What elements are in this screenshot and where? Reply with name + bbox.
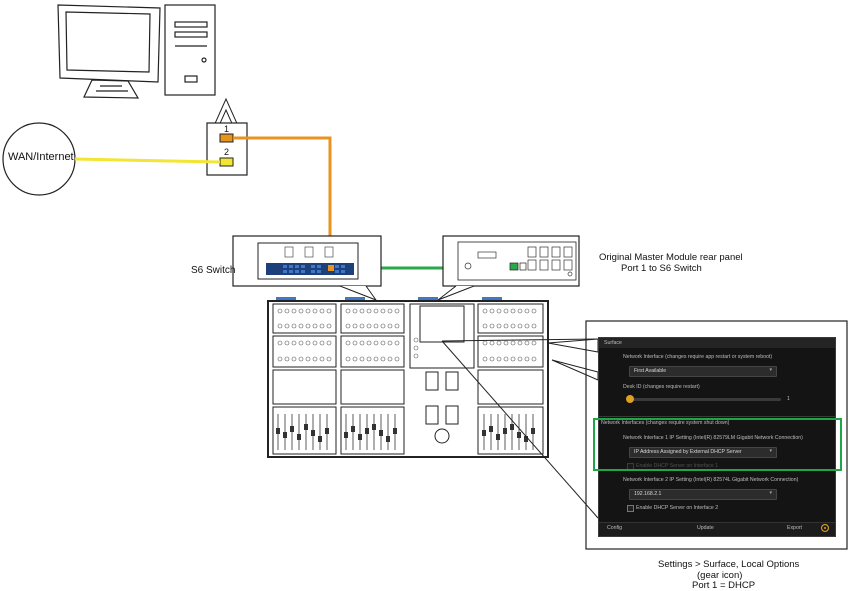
caption-line-2: (gear icon): [697, 570, 743, 581]
computer-icon: [57, 4, 216, 99]
jack-port-1: [219, 133, 234, 143]
nic2-dhcp-label: Enable DHCP Server on Interface 2: [636, 505, 719, 511]
gear-icon[interactable]: [821, 524, 829, 532]
caption-line-1: Settings > Surface, Local Options: [658, 559, 800, 570]
settings-frame: [585, 320, 848, 550]
rear-panel-callout: [437, 235, 580, 301]
network-interface-label: Network Interface (changes require app r…: [623, 354, 773, 360]
dhcp-highlight-box: [593, 418, 842, 471]
chevron-down-icon: ▾: [769, 490, 772, 496]
nic2-label: Network Interface 2 IP Setting (Intel(R)…: [623, 477, 799, 483]
nic2-dropdown[interactable]: 192.168.2.1 ▾: [629, 489, 777, 500]
nic1-label: Network Interface 1 IP Setting (Intel(R)…: [623, 435, 803, 441]
nic1-dhcp-label: Enable DHCP Server on Interface 1: [636, 463, 719, 469]
nic1-dropdown[interactable]: IP Address Assigned by External DHCP Ser…: [629, 447, 777, 458]
caption-line-3: Port 1 = DHCP: [692, 580, 756, 591]
export-button[interactable]: Export: [787, 525, 802, 531]
nic1-value: IP Address Assigned by External DHCP Ser…: [634, 449, 742, 455]
yellow-cable: [74, 157, 221, 164]
nic2-value: 192.168.2.1: [634, 491, 662, 497]
s6-console-surface: [267, 297, 549, 458]
network-interface-value: First Available: [634, 368, 667, 374]
section-title: Surface: [604, 340, 622, 346]
network-interfaces-label: Network Interfaces (changes require syst…: [601, 420, 730, 426]
settings-header: [599, 338, 835, 348]
divider: [599, 416, 835, 417]
network-interface-dropdown[interactable]: First Available ▾: [629, 366, 777, 377]
desk-id-slider-knob[interactable]: [626, 395, 634, 403]
rear-panel-label: Original Master Module rear panel: [599, 252, 743, 263]
zoom-line-top: [441, 338, 599, 342]
wan-label: WAN/Internet: [8, 151, 74, 163]
jack-port-1-label: 1: [224, 124, 230, 134]
config-button[interactable]: Config: [607, 525, 622, 531]
desk-id-slider[interactable]: [629, 398, 781, 401]
desk-id-value: 1: [787, 396, 790, 402]
jack-port-2-label: 2: [224, 147, 230, 157]
chevron-down-icon: ▾: [769, 367, 772, 373]
chevron-down-icon: ▾: [769, 448, 772, 454]
zoom-line-bottom: [441, 340, 599, 519]
zoom-wedge-top: [547, 338, 599, 353]
nic2-dhcp-checkbox[interactable]: [627, 505, 634, 512]
jack-port-2: [219, 157, 234, 167]
orange-cable: [233, 136, 332, 268]
desk-id-label: Desk ID (changes require restart): [623, 384, 700, 390]
wall-jack: [206, 97, 248, 176]
rear-panel-sublabel: Port 1 to S6 Switch: [621, 263, 702, 274]
settings-footer: [599, 522, 835, 536]
settings-panel: Surface Network Interface (changes requi…: [598, 337, 836, 537]
s6-switch-callout: [232, 235, 382, 302]
update-button[interactable]: Update: [697, 525, 714, 531]
zoom-wedge-bottom: [551, 359, 599, 381]
switch-label: S6 Switch: [191, 265, 236, 276]
